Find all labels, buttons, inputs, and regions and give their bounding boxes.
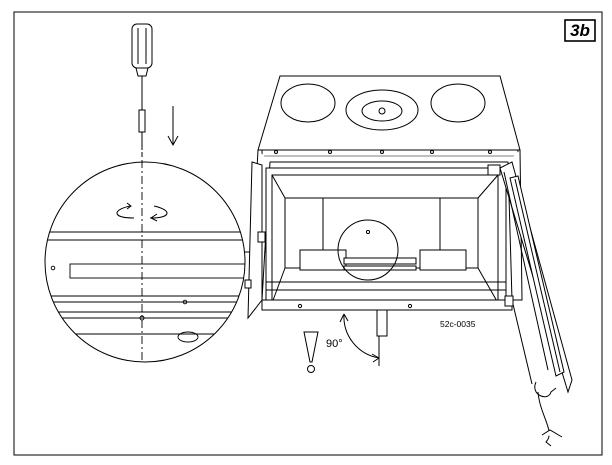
detail-circle-small [337, 219, 399, 281]
step-badge: 3b [564, 19, 596, 42]
detail-magnifier [44, 161, 246, 363]
angle-indicator [339, 313, 380, 366]
rotate-arrows-icon [116, 202, 168, 222]
angle-label: 90° [326, 338, 343, 350]
drawing-code: 52c-0035 [440, 319, 476, 329]
fireplace-insert [244, 75, 523, 337]
step-badge-label: 3b [570, 21, 590, 40]
figure-border [13, 11, 603, 456]
door-open [499, 161, 573, 447]
exclamation-icon [303, 331, 319, 373]
screwdriver-icon [131, 23, 153, 150]
down-arrow-icon [167, 106, 179, 147]
